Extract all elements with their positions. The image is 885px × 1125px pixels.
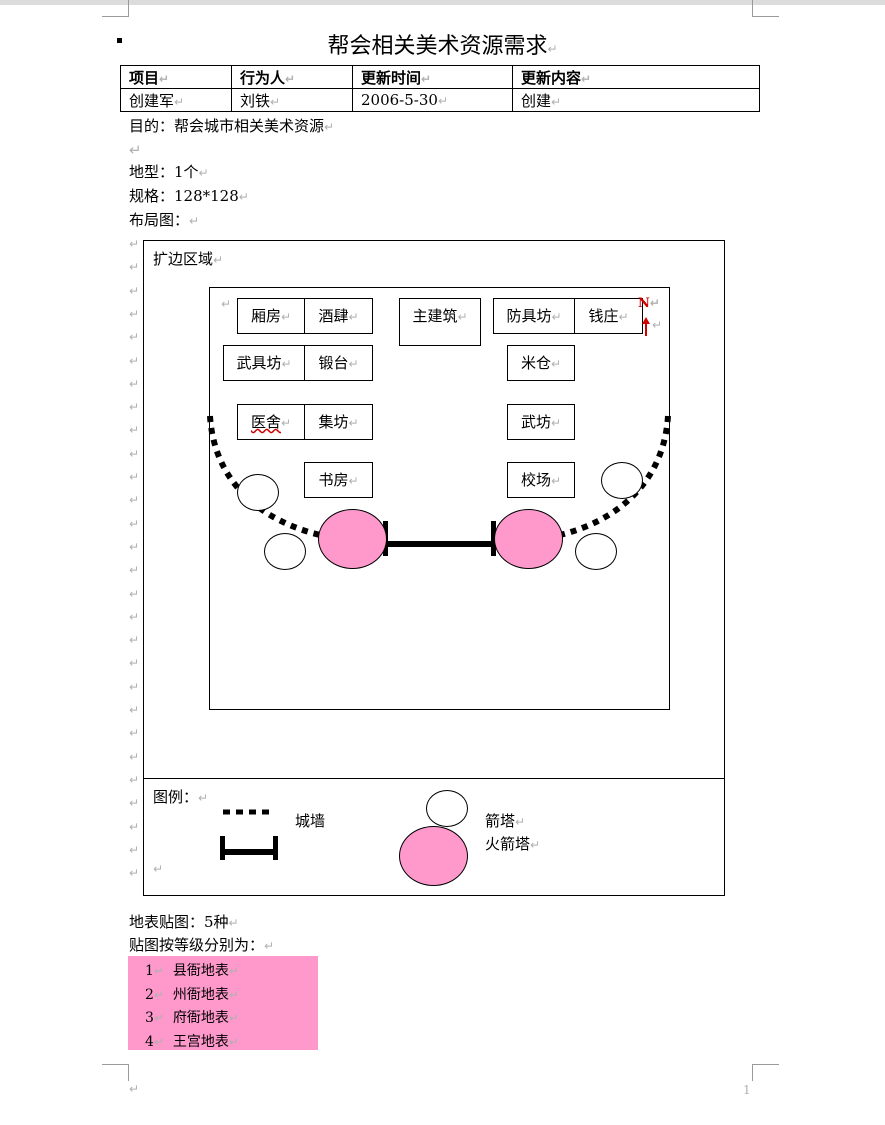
paragraph-mark: ↵	[129, 1082, 140, 1096]
building-forge: 锻台↵	[304, 345, 373, 381]
paragraph-mark: ↵	[129, 400, 140, 415]
table-cell: 创建↵	[512, 88, 760, 112]
paragraph-mark: ↵	[129, 260, 140, 275]
purpose-line: 目的：帮会城市相关美术资源↵	[129, 117, 335, 135]
list-item: 4↵ 王宫地表↵	[145, 1034, 239, 1050]
arrow-tower	[575, 533, 617, 570]
legend-fire-arrow-tower-label: 火箭塔↵	[485, 835, 541, 853]
paragraph-mark: ↵	[129, 586, 140, 601]
paragraph-mark: ↵	[129, 633, 140, 648]
paragraph-mark: ↵	[129, 609, 140, 624]
paragraph-mark: ↵	[129, 703, 140, 717]
paragraph-mark: ↵	[129, 726, 140, 741]
wall-legend-icon	[220, 809, 278, 860]
paragraph-mark: ↵	[129, 866, 140, 881]
paragraph-mark: ↵	[129, 656, 140, 671]
building-main: 主建筑↵	[399, 298, 481, 346]
building-market: 集坊↵	[304, 404, 373, 440]
arrow-tower	[264, 533, 306, 570]
fire-arrow-tower	[318, 509, 387, 569]
paragraph-mark: ↵	[652, 318, 663, 332]
crop-mark-top-left	[102, 0, 129, 17]
fire-arrow-tower	[494, 509, 563, 569]
paragraph-mark: ↵	[129, 237, 140, 251]
paragraph-mark: ↵	[129, 842, 140, 857]
revision-table: 项目↵ 行为人↵ 更新时间↵ 更新内容↵ 创建军↵ 刘铁↵ 2006-5-30↵…	[120, 65, 760, 112]
legend-wall-label: 城墙	[295, 812, 326, 830]
legend-title: 图例：↵	[153, 788, 209, 806]
paragraph-mark: ↵	[129, 493, 140, 508]
fire-arrow-tower-legend-icon	[399, 826, 468, 886]
paragraph-mark: ↵	[129, 819, 140, 834]
arrow-tower	[237, 474, 279, 511]
paragraph-mark: ↵	[129, 679, 140, 694]
paragraph-mark: ↵	[221, 297, 232, 311]
table-cell: 2006-5-30↵	[352, 88, 513, 112]
list-item: 2↵ 州衙地表↵	[145, 987, 239, 1003]
crop-mark-top-right	[752, 0, 779, 17]
empty-paragraph: ↵	[129, 141, 142, 159]
paragraph-mark: ↵	[129, 423, 140, 438]
building-drill-ground: 校场↵	[507, 462, 575, 498]
arrow-tower	[601, 462, 643, 499]
paragraph-mark: ↵	[129, 353, 140, 368]
crop-mark-bottom-left	[102, 1064, 129, 1081]
building-bank: 钱庄↵	[574, 298, 643, 334]
list-item: 3↵ 府衙地表↵	[145, 1010, 239, 1026]
legend-arrow-tower-label: 箭塔↵	[485, 812, 526, 830]
layout-label: 布局图：↵	[129, 211, 200, 229]
north-arrow-icon	[642, 317, 650, 336]
page-title: 帮会相关美术资源需求↵	[327, 34, 558, 59]
page-top-bar	[0, 0, 885, 5]
paragraph-mark: ↵	[129, 470, 140, 484]
paragraph-mark: ↵	[129, 283, 140, 298]
terrain-type-line: 地型：1个↵	[129, 163, 209, 181]
arrow-tower-legend-icon	[426, 790, 468, 827]
list-item: 1↵ 县衙地表↵	[145, 963, 239, 979]
page-number: 1	[743, 1083, 751, 1097]
building-clinic: 医舍↵	[237, 404, 305, 440]
texture-level-list-highlight	[128, 956, 318, 1050]
paragraph-mark: ↵	[129, 446, 140, 461]
paragraph-mark: ↵	[129, 306, 140, 321]
paragraph-mark: ↵	[129, 539, 140, 554]
building-study: 书房↵	[304, 462, 373, 498]
table-header-cell: 项目↵	[120, 65, 232, 89]
paragraph-mark: ↵	[129, 376, 140, 391]
building-tavern: 酒肆↵	[304, 298, 373, 334]
paragraph-mark: ↵	[129, 330, 140, 345]
paragraph-mark: ↵	[129, 749, 140, 764]
building-martial-hall: 武坊↵	[507, 404, 575, 440]
building-wing-room: 厢房↵	[237, 298, 305, 334]
city-gate-wall	[383, 521, 496, 556]
crop-mark-bottom-right	[752, 1064, 779, 1081]
paragraph-mark: ↵	[153, 862, 164, 876]
table-cell: 创建军↵	[120, 88, 232, 112]
building-granary: 米仓↵	[507, 345, 575, 381]
texture-levels-line: 贴图按等级分别为：↵	[129, 936, 275, 954]
north-label: N↵	[638, 296, 660, 311]
paragraph-mark: ↵	[129, 563, 140, 578]
building-armor-shop: 防具坊↵	[493, 298, 575, 334]
paragraph-mark: ↵	[129, 772, 140, 787]
expansion-area-label: 扩边区域↵	[153, 250, 224, 268]
paragraph-mark: ↵	[129, 796, 140, 811]
paragraph-mark: ↵	[547, 42, 558, 56]
spec-line: 规格：128*128↵	[129, 187, 249, 205]
ground-texture-line: 地表贴图：5种↵	[129, 913, 239, 931]
bullet-marker	[117, 38, 122, 43]
paragraph-mark: ↵	[129, 516, 140, 531]
